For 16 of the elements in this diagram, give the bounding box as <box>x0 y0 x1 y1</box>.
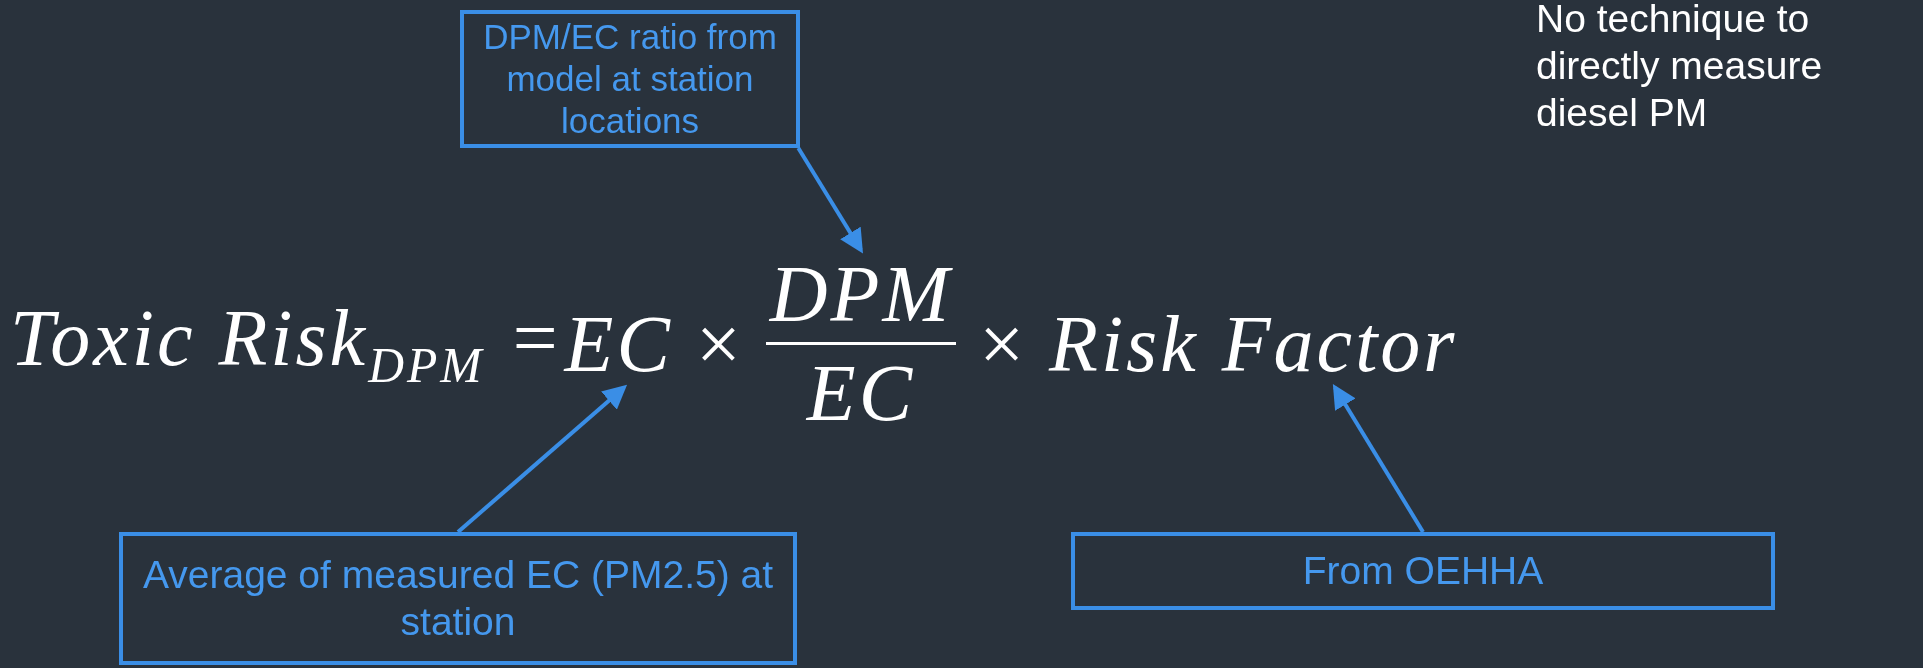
equation-operator: × <box>974 299 1031 388</box>
box-text: From OEHHA <box>1302 547 1544 594</box>
box-text: DPM/EC ratio from model at station locations <box>482 16 778 142</box>
equation-term: Risk Factor <box>1049 299 1458 388</box>
equation-operator: × <box>690 299 748 388</box>
text-box <box>460 10 800 148</box>
equation-term: EC <box>805 348 916 437</box>
equation-term: EC <box>564 299 673 388</box>
arrow <box>456 384 628 534</box>
text-box <box>1071 532 1775 610</box>
arrow <box>796 146 863 254</box>
arrow <box>1332 384 1425 534</box>
text-box <box>119 532 797 665</box>
box-text: Average of measured EC (PM2.5) at station <box>141 551 775 645</box>
equation-term: DPM <box>765 250 957 345</box>
note-text: No technique to directly measure diesel PM <box>1536 0 1824 136</box>
